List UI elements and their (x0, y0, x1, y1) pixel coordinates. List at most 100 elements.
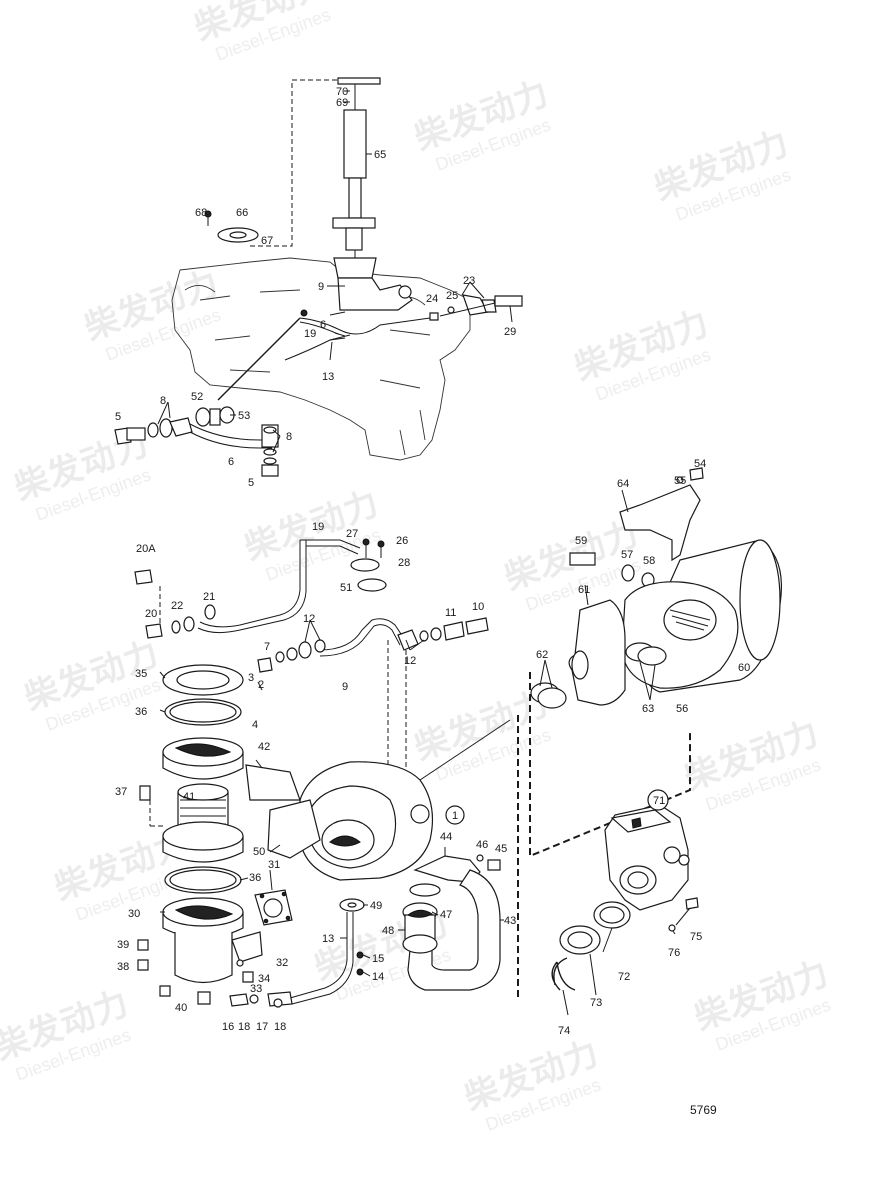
callout-12-left: 12 (303, 613, 315, 625)
callout-6-top: 6 (320, 319, 326, 331)
banjo-bolt-7 (257, 657, 273, 673)
connection-dash-top (250, 79, 338, 247)
callout-14: 14 (372, 971, 384, 983)
callout-17: 17 (256, 1021, 268, 1033)
callout-62: 62 (536, 649, 548, 661)
callout-27: 27 (346, 528, 358, 540)
gasket-31 (254, 889, 293, 926)
bolt-45 (487, 859, 501, 871)
pipe-19 (197, 538, 387, 634)
bracket-parts-23-29 (429, 294, 523, 321)
watermark-3: 柴发动力 Diesel-Engines (650, 124, 795, 225)
seal-62b (537, 687, 567, 709)
watermark-15: 柴发动力 Diesel-Engines (460, 1034, 605, 1135)
callout-3: 3 (248, 672, 254, 684)
plug-40a (159, 985, 171, 997)
dipstick-flange (332, 217, 376, 229)
callout-38: 38 (117, 961, 129, 973)
watermark-4: 柴发动力 Diesel-Engines (80, 264, 225, 365)
callout-13-top: 13 (322, 371, 334, 383)
callout-57: 57 (621, 549, 633, 561)
callout-8-left: 8 (160, 395, 166, 407)
bolt-37 (139, 785, 151, 801)
callout-8-right: 8 (286, 431, 292, 443)
callout-7: 7 (264, 641, 270, 653)
callout-71: 71 (653, 795, 665, 807)
banjo-bolt-10 (465, 617, 489, 635)
callout-35: 35 (135, 668, 147, 680)
gasket-51 (357, 578, 387, 592)
callout-59: 59 (575, 535, 587, 547)
callout-44: 44 (440, 831, 452, 843)
elbow-61 (568, 599, 626, 706)
callout-12-right: 12 (404, 655, 416, 667)
dipstick-tube-65 (343, 109, 367, 179)
watermark-2: 柴发动力 Diesel-Engines (410, 74, 555, 175)
pointer-line-1 (419, 719, 511, 781)
callout-73: 73 (590, 997, 602, 1009)
callout-34: 34 (258, 973, 270, 985)
fitting-52 (195, 407, 211, 427)
callout-66: 66 (236, 207, 248, 219)
callout-5-bottom: 5 (248, 477, 254, 489)
watermark-9: 柴发动力 Diesel-Engines (20, 634, 165, 735)
air-filter-assembly (530, 467, 783, 709)
callout-67: 67 (261, 235, 273, 247)
callout-51: 51 (340, 582, 352, 594)
callout-70: 70 (336, 86, 348, 98)
callout-36-bottom: 36 (249, 872, 261, 884)
callout-9-top: 9 (318, 281, 324, 293)
callout-36-top: 36 (135, 706, 147, 718)
callout-37: 37 (115, 786, 127, 798)
callout-15: 15 (372, 953, 384, 965)
callout-32: 32 (276, 957, 288, 969)
hoses-top (284, 309, 431, 361)
callout-47: 47 (440, 909, 452, 921)
callout-20: 20 (145, 608, 157, 620)
callout-33: 33 (250, 983, 262, 995)
gasket-49 (339, 898, 365, 912)
watermark-5: 柴发动力 Diesel-Engines (570, 304, 715, 405)
washer-66-67 (204, 210, 259, 243)
watermark-1: 柴发动力 Diesel-Engines (190, 0, 335, 65)
callout-41: 41 (183, 791, 195, 803)
callout-56: 56 (676, 703, 688, 715)
pipe-9 (257, 617, 489, 810)
callout-6-bottom: 6 (228, 456, 234, 468)
dipstick-bracket (337, 277, 413, 311)
callout-4: 4 (252, 719, 258, 731)
exhaust-elbow-43 (402, 854, 501, 991)
callout-52: 52 (191, 391, 203, 403)
seal-63b (637, 646, 667, 666)
callout-65: 65 (374, 149, 386, 161)
leader-lines (157, 90, 676, 1016)
callout-31: 31 (268, 859, 280, 871)
dipstick-rod (348, 177, 362, 219)
callout-18-left: 18 (238, 1021, 250, 1033)
callout-46: 46 (476, 839, 488, 851)
callout-68: 68 (195, 207, 207, 219)
callout-75: 75 (690, 931, 702, 943)
callout-60: 60 (738, 662, 750, 674)
callout-55: 55 (674, 475, 686, 487)
plug-40b (197, 991, 211, 1005)
housing-50 (267, 799, 321, 859)
callout-54: 54 (694, 458, 706, 470)
watermark-11: 柴发动力 Diesel-Engines (680, 714, 825, 815)
watermark-7: 柴发动力 Diesel-Engines (240, 484, 385, 585)
callout-39: 39 (117, 939, 129, 951)
callout-69: 69 (336, 97, 348, 109)
callout-10: 10 (472, 601, 484, 613)
callout-43: 43 (504, 915, 516, 927)
fitting-20-22 (134, 569, 216, 639)
callout-25: 25 (446, 290, 458, 302)
callout-72: 72 (618, 971, 630, 983)
dipstick-sleeve (345, 227, 363, 251)
callout-53: 53 (238, 410, 250, 422)
dipstick-assembly (332, 77, 413, 311)
callout-2: 2 (258, 679, 264, 691)
callout-19-top: 19 (304, 328, 316, 340)
callout-22: 22 (171, 600, 183, 612)
